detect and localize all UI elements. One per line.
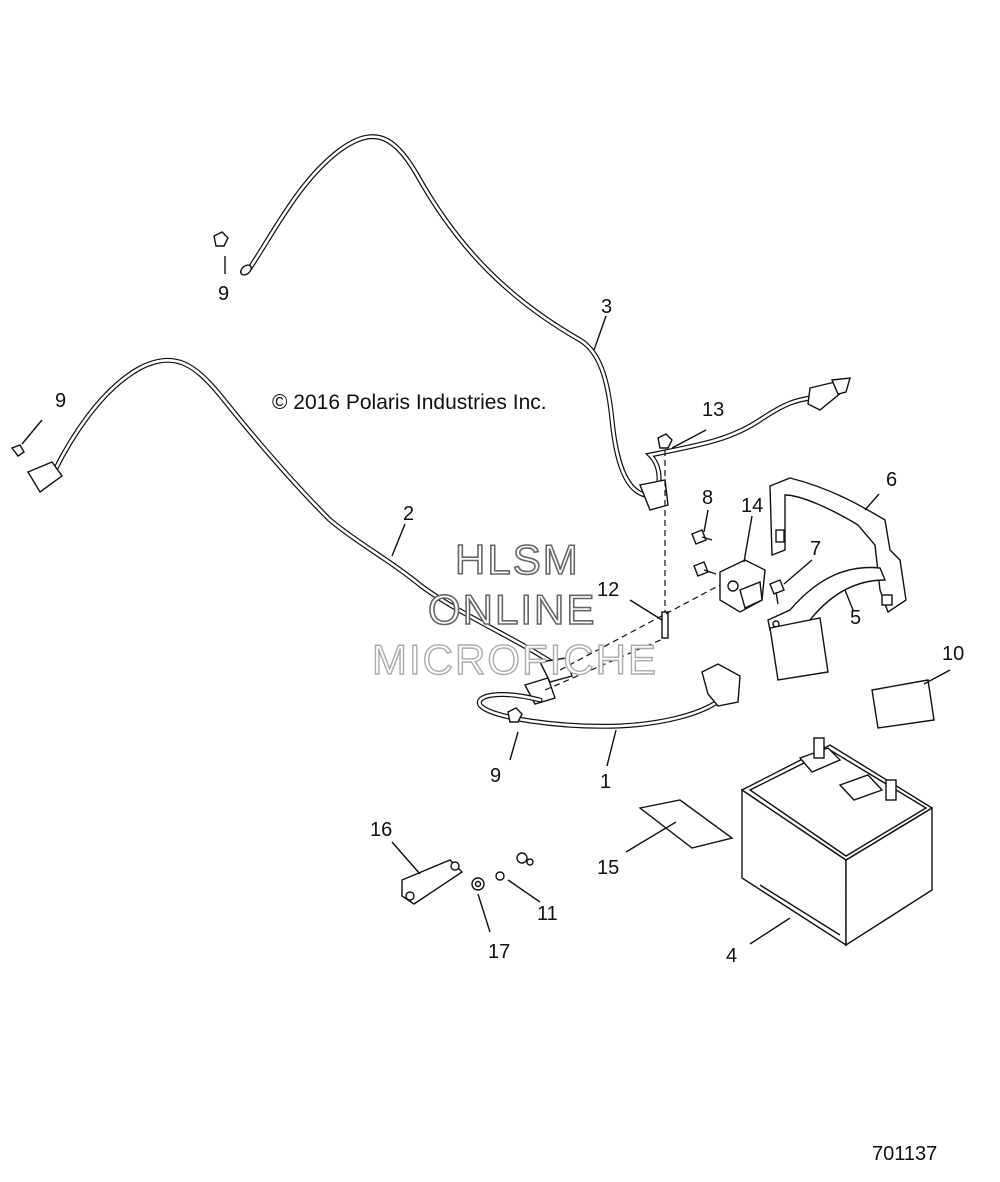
bracket-5 [767,566,887,631]
copyright-text: © 2016 Polaris Industries Inc. [272,391,547,414]
watermark-line-2: ONLINE [428,586,596,633]
fuse-holder-16 [401,859,464,905]
callout-6: 6 [886,469,897,491]
battery-4 [740,737,934,947]
watermark-line-3: MICROFICHE [372,636,658,683]
callout-9-top: 9 [218,283,229,305]
label-15 [638,799,734,849]
callout-3: 3 [601,296,612,318]
bracket-6 [769,477,907,614]
callout-12: 12 [597,579,619,601]
washer-17 [471,877,485,891]
pad-bracket [769,617,829,681]
nut-9-left [10,444,25,457]
callout-5: 5 [850,607,861,629]
bolt-relay [693,561,717,577]
callout-4: 4 [726,945,737,967]
bolt-7 [769,579,785,605]
callout-16: 16 [370,819,392,841]
callout-15: 15 [597,857,619,879]
callout-2: 2 [403,503,414,525]
callout-9-left: 9 [55,390,66,412]
callout-13: 13 [702,399,724,421]
nut-11 [495,852,534,881]
watermark-line-1: HLSM [455,536,580,583]
callout-1: 1 [600,771,611,793]
pad-10 [871,679,935,729]
cable-3 [240,134,851,511]
callout-7: 7 [810,538,821,560]
callout-14: 14 [741,495,763,517]
nut-13 [657,433,673,449]
callout-9-bottom: 9 [490,765,501,787]
cable-1 [476,663,741,729]
bolt-8 [691,529,713,545]
callout-17: 17 [488,941,510,963]
nut-9-top [213,231,229,247]
callout-8: 8 [702,487,713,509]
stud-12 [544,450,721,691]
leader-lines [21,256,951,945]
relay-14 [719,559,766,613]
nut-9-bottom [507,707,523,723]
document-number: 701137 [872,1143,937,1165]
callout-10: 10 [942,643,964,665]
callout-11: 11 [537,903,558,925]
